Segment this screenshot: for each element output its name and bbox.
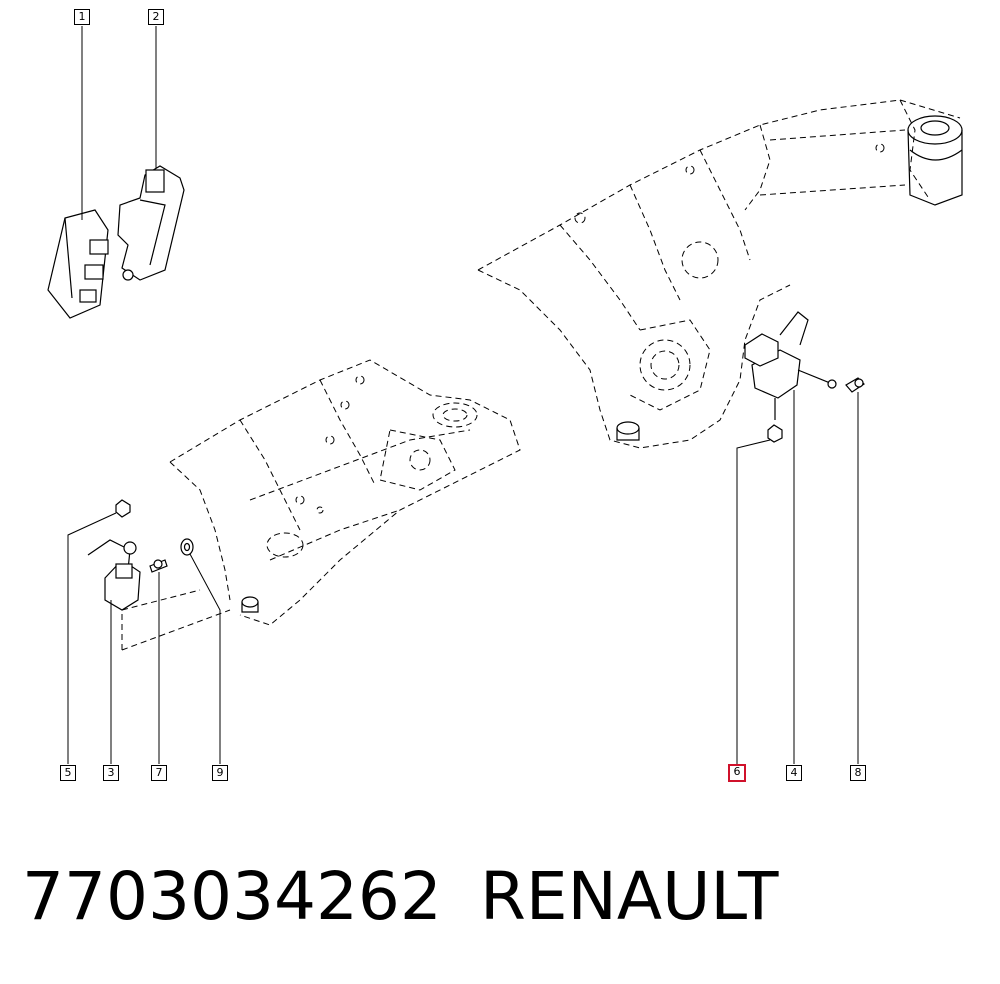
front-bolt <box>241 596 259 613</box>
control-unit <box>47 209 109 319</box>
callout-6-highlighted: 6 <box>728 764 746 782</box>
callout-3: 3 <box>103 765 119 781</box>
callout-8: 8 <box>850 765 866 781</box>
front-subframe-outline <box>121 359 521 651</box>
mounting-bracket <box>117 165 185 281</box>
callout-7: 7 <box>151 765 167 781</box>
front-screw <box>149 559 168 573</box>
leader-lines <box>67 26 859 764</box>
front-washer <box>180 538 194 556</box>
rear-bushing <box>907 115 963 206</box>
callout-2: 2 <box>148 9 164 25</box>
callout-5: 5 <box>60 765 76 781</box>
lower-bolt <box>616 421 640 441</box>
callout-4: 4 <box>786 765 802 781</box>
rear-subframe-outline <box>477 99 961 449</box>
part-number: 7703034262 <box>22 858 442 935</box>
rear-height-sensor <box>744 311 837 420</box>
rear-nut <box>767 424 783 443</box>
brand-name: RENAULT <box>480 858 779 935</box>
front-nut <box>115 499 131 518</box>
rear-screw <box>845 377 865 393</box>
front-height-sensor <box>87 539 141 611</box>
callout-9: 9 <box>212 765 228 781</box>
callout-1: 1 <box>74 9 90 25</box>
